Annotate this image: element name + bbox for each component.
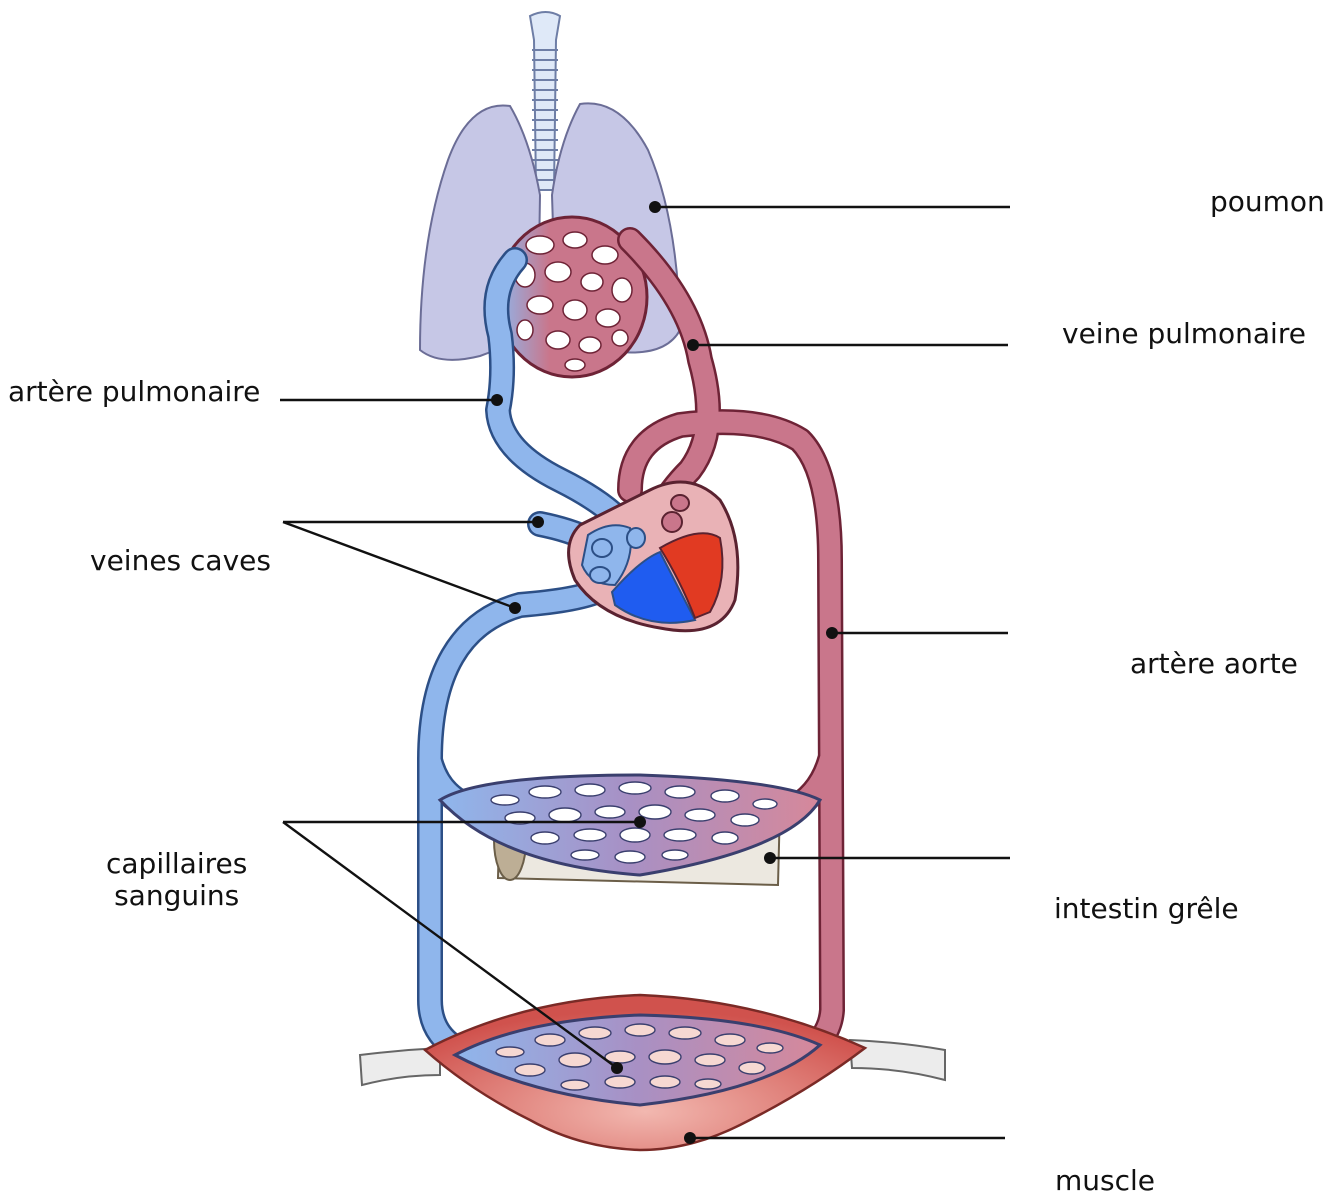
- label-artere-aorte: artère aorte: [1130, 648, 1298, 680]
- label-capillaires-line2: sanguins: [106, 880, 247, 912]
- pointer-dot-artere-pulmonaire: [491, 394, 503, 406]
- pointer-dot-muscle: [684, 1132, 696, 1144]
- pointer-dot-capillaires-upper: [634, 816, 646, 828]
- label-muscle: muscle: [1055, 1165, 1155, 1197]
- label-intestin-grele: intestin grêle: [1054, 893, 1239, 925]
- label-capillaires-sanguins: capillaires sanguins: [106, 848, 247, 912]
- deoxygenated-vessels: [430, 260, 628, 1055]
- pointer-dot-artere-aorte: [826, 627, 838, 639]
- pointer-dot-intestin-grele: [764, 852, 776, 864]
- pointer-dot-poumon: [649, 201, 661, 213]
- oxygenated-vessels: [630, 240, 832, 1055]
- pointer-dot-veines-caves-upper: [532, 516, 544, 528]
- pointer-dot-capillaires-lower: [611, 1062, 623, 1074]
- pointer-dot-veines-caves-lower: [509, 602, 521, 614]
- label-veine-pulmonaire: veine pulmonaire: [1062, 318, 1306, 350]
- label-poumon: poumon: [1210, 186, 1325, 218]
- label-artere-pulmonaire: artère pulmonaire: [8, 376, 260, 408]
- leader-veines-caves-lower: [283, 522, 515, 608]
- label-capillaires-line1: capillaires: [106, 848, 247, 880]
- label-veines-caves: veines caves: [90, 545, 271, 577]
- pointer-dot-veine-pulmonaire: [687, 339, 699, 351]
